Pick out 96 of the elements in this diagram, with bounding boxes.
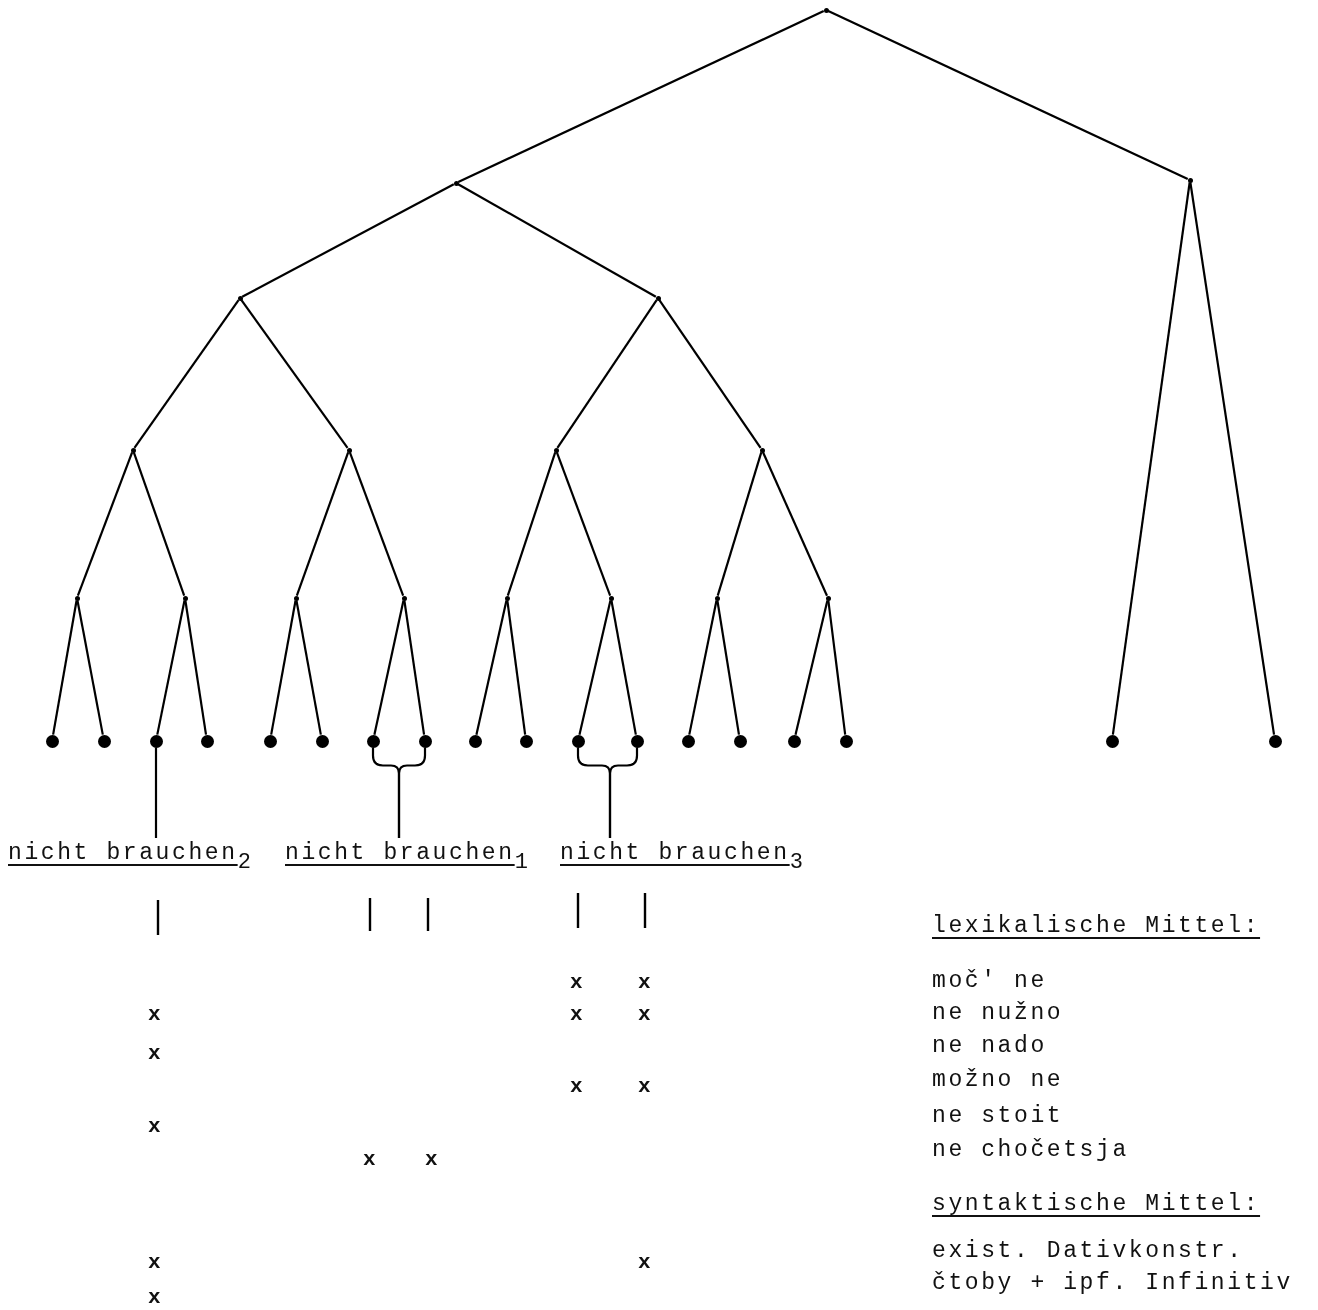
tree-branch — [556, 299, 658, 449]
expression-text: moč' ne — [932, 968, 1047, 994]
leaf-dot — [1268, 734, 1282, 748]
cross-mark: x — [638, 1250, 651, 1276]
leaf-dot — [366, 734, 380, 748]
leaf-dot — [418, 734, 432, 748]
tree-branch — [578, 600, 612, 735]
branch-point — [74, 595, 80, 601]
tree-branch — [555, 451, 612, 597]
cross-mark: x — [148, 1041, 161, 1067]
tree-branch — [132, 452, 186, 596]
leaf-dot — [519, 734, 533, 748]
branch-point — [453, 180, 459, 186]
branch-point — [759, 447, 765, 453]
brace-connector — [608, 747, 639, 838]
cross-mark: x — [638, 970, 651, 996]
tree-branch — [762, 451, 828, 597]
leaf-dot — [787, 734, 801, 748]
section-heading: lexikalische Mittel: — [932, 913, 1261, 939]
tree-branch — [373, 600, 405, 735]
branch-point — [293, 595, 299, 601]
cross-mark: x — [148, 1250, 161, 1276]
tree-branch — [241, 183, 455, 298]
cross-mark: x — [638, 1074, 651, 1100]
tree-branch — [794, 600, 829, 735]
branch-point — [553, 447, 559, 453]
leaf-dot — [681, 734, 695, 748]
expression-text: ne chočetsja — [932, 1137, 1129, 1163]
expression-text: ne nado — [932, 1033, 1047, 1059]
branch-point — [1187, 177, 1193, 183]
tree-branch — [295, 600, 322, 735]
branch-point — [401, 595, 407, 601]
tree-branch — [154, 747, 158, 838]
cross-mark: x — [148, 1285, 161, 1310]
tree-branch — [1189, 182, 1276, 735]
tree-branch — [716, 452, 763, 596]
leaf-dot — [571, 734, 585, 748]
branch-point — [608, 595, 614, 601]
tree-branch — [827, 600, 847, 735]
branch-point — [823, 7, 829, 13]
tree-branch — [688, 600, 718, 735]
branch-point — [825, 595, 831, 601]
cross-mark: x — [570, 1074, 583, 1100]
leaf-dot — [1105, 734, 1119, 748]
tree-branch — [76, 600, 104, 735]
leaf-dot — [200, 734, 214, 748]
tree-branch — [348, 451, 405, 597]
cross-mark: x — [148, 1002, 161, 1028]
cross-mark: x — [638, 1002, 651, 1028]
leaf-dot — [263, 734, 277, 748]
cross-mark: x — [425, 1147, 438, 1173]
branch-point — [714, 595, 720, 601]
tree-branch — [156, 600, 186, 735]
leaf-dot — [149, 734, 163, 748]
tree-branch — [240, 299, 349, 449]
leaf-dot — [468, 734, 482, 748]
tree-branch — [52, 600, 78, 735]
branch-point — [130, 447, 136, 453]
brace-connector — [397, 747, 427, 838]
tree-branch — [716, 600, 741, 735]
tree-branch — [1111, 182, 1191, 735]
leaf-dot — [839, 734, 853, 748]
section-heading: syntaktische Mittel: — [932, 1191, 1261, 1217]
tree-branch — [658, 299, 762, 449]
branch-point — [655, 295, 661, 301]
expression-text: možno ne — [932, 1067, 1064, 1093]
branch-point — [182, 595, 188, 601]
tree-branch — [827, 10, 1189, 180]
leaf-dot — [45, 734, 59, 748]
expression-text: ne nužno — [932, 1000, 1064, 1026]
cross-mark: x — [148, 1114, 161, 1140]
tree-branch — [295, 451, 350, 597]
leaf-dot — [97, 734, 111, 748]
tree-branch — [506, 452, 557, 596]
branch-point — [237, 295, 243, 301]
tree-branch — [475, 600, 508, 735]
tree-branch — [457, 183, 657, 298]
branch-point — [504, 595, 510, 601]
leaf-dot — [630, 734, 644, 748]
cross-mark: x — [363, 1147, 376, 1173]
tree-branch — [506, 600, 527, 735]
tree-branch — [270, 600, 297, 735]
leaf-dot — [315, 734, 329, 748]
expression-text: exist. Dativkonstr. — [932, 1238, 1244, 1264]
expression-text: ne stoit — [932, 1103, 1064, 1129]
tree-branch — [610, 600, 637, 735]
leaf-dot — [733, 734, 747, 748]
tree-branch — [133, 299, 240, 449]
tree-branch — [184, 600, 208, 735]
tree-branch — [403, 600, 426, 735]
tree-branch — [76, 451, 134, 597]
tree-branch — [457, 10, 825, 183]
cross-mark: x — [570, 1002, 583, 1028]
branch-point — [346, 447, 352, 453]
expression-text: čtoby + ipf. Infinitiv — [932, 1270, 1293, 1296]
cross-mark: x — [570, 970, 583, 996]
